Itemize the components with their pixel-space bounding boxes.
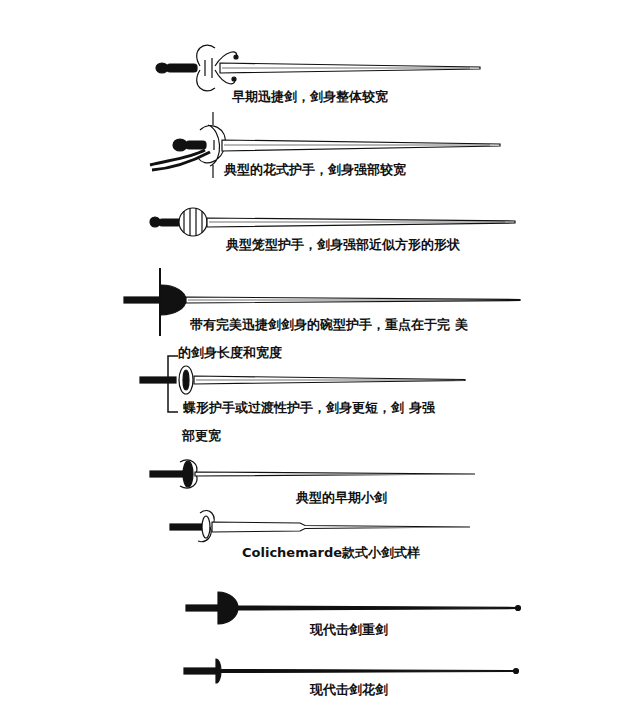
- cage-hilt-rapier: [150, 208, 515, 236]
- caption-label: 现代击剑重剑: [310, 616, 610, 644]
- early-rapier: [156, 45, 480, 91]
- early-smallsword: [150, 460, 475, 488]
- caption-label: 典型的花式护手，剑身强部较宽: [224, 156, 584, 184]
- caption-label: 带有完美迅捷剑剑身的碗型护手，重点在于完 美的剑身长度和宽度: [178, 311, 478, 367]
- modern-foil: [184, 659, 519, 683]
- caption-label: Colichemarde款式小剑式样: [242, 539, 582, 567]
- caption-label: 典型笼型护手，剑身强部近似方形的形状: [226, 231, 606, 259]
- caption-label: 早期迅捷剑，剑身整体较宽: [232, 83, 592, 111]
- caption-label: 现代击剑花剑: [310, 676, 610, 704]
- caption-label: 典型的早期小剑: [296, 484, 596, 512]
- caption-label: 蝶形护手或过渡性护手，剑身更短，剑 身强部更宽: [182, 394, 440, 450]
- colichemarde-smallsword: [170, 511, 470, 542]
- modern-epee: [186, 592, 521, 624]
